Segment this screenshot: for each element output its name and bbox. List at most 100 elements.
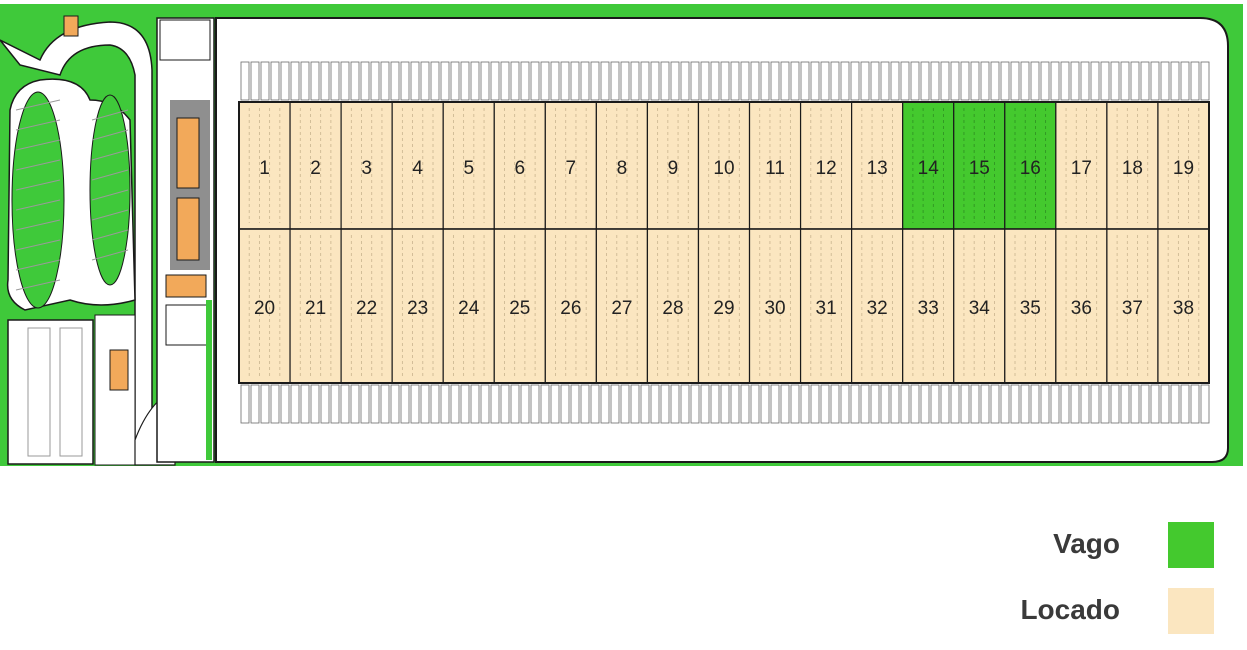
dock-door (640, 61, 650, 101)
dock-door (680, 61, 690, 101)
dock-door (1190, 384, 1200, 424)
dock-door (1030, 61, 1040, 101)
dock-door (340, 384, 350, 424)
dock-door (740, 384, 750, 424)
dock-door (240, 61, 250, 101)
dock-door (380, 384, 390, 424)
dock-door (550, 61, 560, 101)
dock-door (920, 61, 930, 101)
unit-label-15: 15 (969, 158, 990, 179)
dock-door (1020, 384, 1030, 424)
dock-door (1060, 61, 1070, 101)
dock-door (1090, 61, 1100, 101)
unit-label-6: 6 (515, 158, 526, 179)
dock-door (790, 384, 800, 424)
dock-door (490, 61, 500, 101)
unit-label-32: 32 (867, 298, 888, 319)
dock-door (520, 61, 530, 101)
dock-door (960, 384, 970, 424)
dock-door (360, 384, 370, 424)
unit-label-37: 37 (1122, 298, 1143, 319)
dock-door (870, 384, 880, 424)
dock-door (1110, 384, 1120, 424)
legend-vago-label: Vago (1053, 528, 1120, 559)
dock-door (840, 384, 850, 424)
dock-door (450, 61, 460, 101)
unit-36 (1055, 228, 1108, 384)
dock-door (1040, 384, 1050, 424)
dock-door (470, 384, 480, 424)
utility-box (165, 274, 207, 298)
unit-label-26: 26 (560, 298, 581, 319)
dock-door (930, 384, 940, 424)
dock-door (310, 61, 320, 101)
dock-door (1110, 61, 1120, 101)
dock-door (810, 61, 820, 101)
dock-door (460, 61, 470, 101)
dock-door (770, 61, 780, 101)
dock-door (390, 384, 400, 424)
dock-door (250, 384, 260, 424)
dock-door (620, 61, 630, 101)
dock-door (260, 61, 270, 101)
dock-door (290, 384, 300, 424)
dock-door (1140, 384, 1150, 424)
unit-18 (1106, 101, 1159, 230)
dock-door (730, 384, 740, 424)
warehouse-outline (238, 101, 1210, 384)
dock-door (520, 384, 530, 424)
dock-door (330, 384, 340, 424)
dock-door (1090, 384, 1100, 424)
legend-vago-swatch (1168, 522, 1214, 568)
dock-door (610, 384, 620, 424)
dock-door (990, 61, 1000, 101)
dock-door (1100, 384, 1110, 424)
dock-door (550, 384, 560, 424)
dock-door (430, 61, 440, 101)
unit-32 (851, 228, 904, 384)
dock-door (1130, 61, 1140, 101)
dock-door (1080, 384, 1090, 424)
unit-1 (238, 101, 291, 230)
admin-building-1 (176, 117, 200, 189)
dock-door (1190, 61, 1200, 101)
dock-door (1160, 384, 1170, 424)
dock-door (280, 384, 290, 424)
dock-door (770, 384, 780, 424)
dock-door (570, 61, 580, 101)
unit-label-9: 9 (668, 158, 679, 179)
legend-locado-label: Locado (1020, 594, 1120, 625)
dock-door (1180, 61, 1190, 101)
dock-door (610, 61, 620, 101)
dock-door (420, 61, 430, 101)
dock-door (980, 61, 990, 101)
dock-door (350, 384, 360, 424)
dock-door (480, 61, 490, 101)
unit-label-38: 38 (1173, 298, 1194, 319)
dock-door (830, 61, 840, 101)
dock-door (1170, 384, 1180, 424)
dock-door (960, 61, 970, 101)
unit-label-23: 23 (407, 298, 428, 319)
unit-2 (289, 101, 342, 230)
unit-label-19: 19 (1173, 158, 1194, 179)
dock-door (510, 61, 520, 101)
unit-34 (953, 228, 1006, 384)
dock-door (660, 384, 670, 424)
unit-label-5: 5 (463, 158, 474, 179)
dock-door (820, 61, 830, 101)
dock-door (250, 61, 260, 101)
dock-door (1180, 384, 1190, 424)
dock-door (1150, 384, 1160, 424)
dock-door (690, 384, 700, 424)
unit-label-2: 2 (310, 158, 321, 179)
unit-label-24: 24 (458, 298, 480, 319)
unit-label-22: 22 (356, 298, 377, 319)
dock-door (1000, 384, 1010, 424)
dock-door (910, 61, 920, 101)
dock-door (760, 384, 770, 424)
unit-label-1: 1 (259, 158, 270, 179)
dock-door (900, 61, 910, 101)
dock-door (420, 384, 430, 424)
